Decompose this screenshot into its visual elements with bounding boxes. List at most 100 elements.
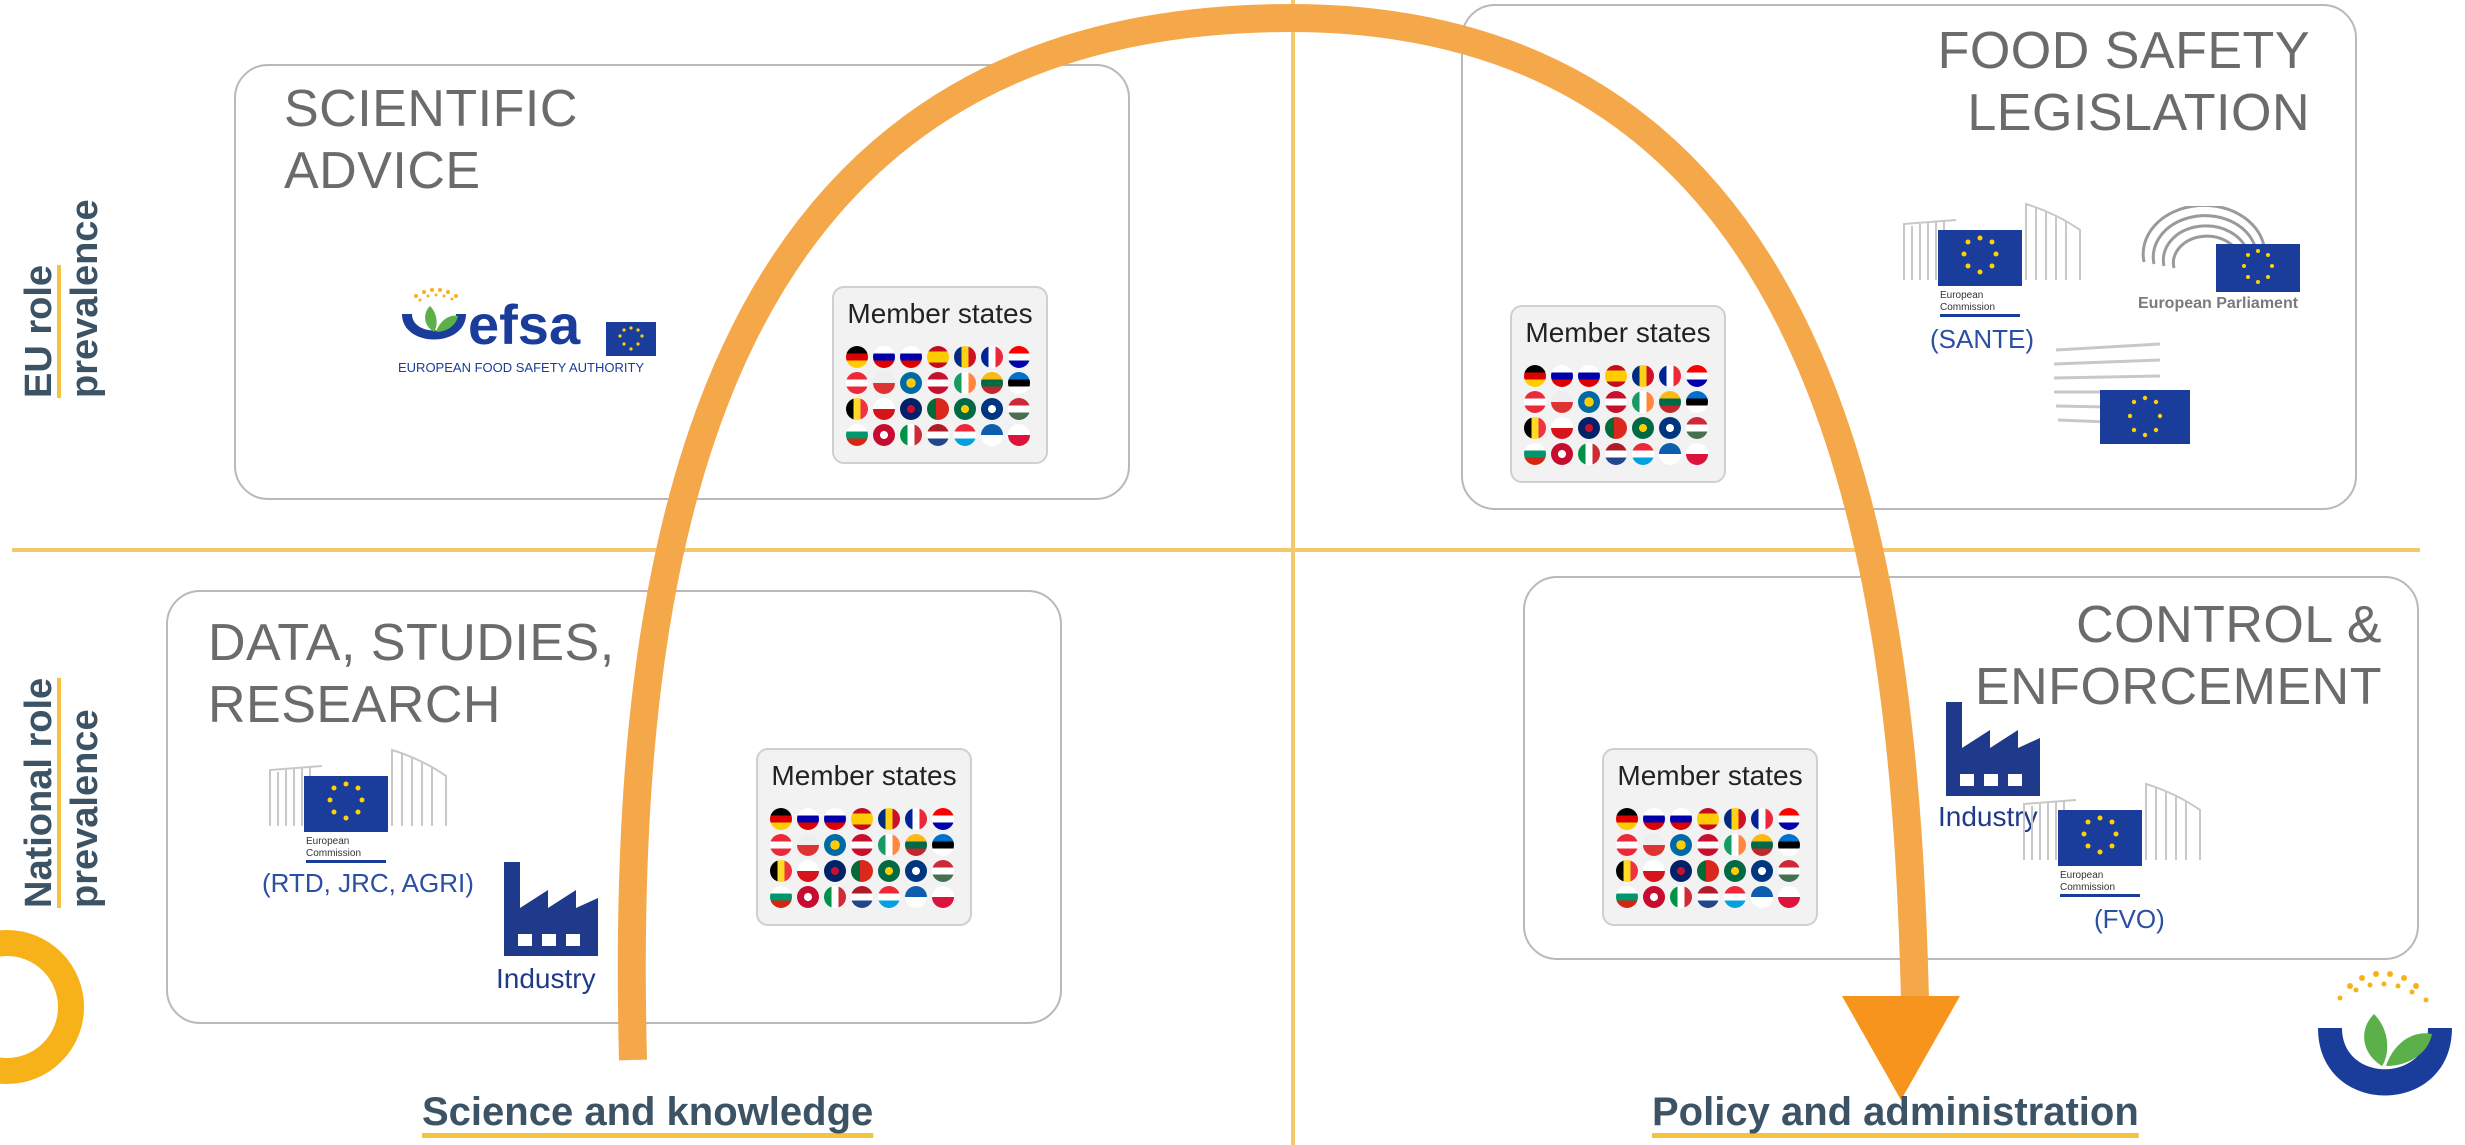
flag-icon — [878, 860, 900, 882]
efsa-logo-icon: efsa EUROPEAN FOOD SAFETY AUTHORITY — [396, 286, 661, 378]
flag-icon — [905, 834, 927, 856]
parliament-label: European Parliament — [2138, 295, 2299, 312]
flag-icon — [1778, 808, 1800, 830]
flag-icon — [1659, 391, 1681, 413]
flag-icon — [954, 346, 976, 368]
control-title-line2: ENFORCEMENT — [1974, 658, 2382, 716]
flag-icon — [1578, 443, 1600, 465]
flag-icon — [1578, 417, 1600, 439]
flag-icon — [1605, 443, 1627, 465]
control-enforcement-title: CONTROL & ENFORCEMENT — [1780, 594, 2382, 718]
flag-icon — [1605, 365, 1627, 387]
factory-icon — [1944, 702, 2040, 796]
flag-icon — [905, 860, 927, 882]
flag-icon — [1524, 391, 1546, 413]
flag-icon — [1643, 834, 1665, 856]
flag-icon — [1632, 443, 1654, 465]
policy-administration-label: Policy and administration — [1652, 1090, 2139, 1134]
european-commission-icon: European Commission — [1896, 190, 2086, 320]
flag-icon — [1697, 808, 1719, 830]
ec-caption-line2-q3: Commission — [306, 848, 361, 859]
data-studies-title-line1: DATA, STUDIES, — [208, 614, 615, 672]
flag-icon — [878, 886, 900, 908]
food-safety-title-line2: LEGISLATION — [1967, 84, 2310, 142]
scientific-advice-title-line1: SCIENTIFIC — [284, 80, 578, 138]
vertical-divider — [1291, 0, 1295, 1145]
flag-icon — [981, 398, 1003, 420]
flag-icon — [900, 424, 922, 446]
scientific-advice-title-line2: ADVICE — [284, 142, 481, 200]
flag-icon — [851, 808, 873, 830]
flag-icon — [932, 886, 954, 908]
european-commission-icon: European Commission — [2016, 770, 2206, 900]
flag-icon — [878, 834, 900, 856]
flag-icon — [846, 398, 868, 420]
flag-icon — [1616, 886, 1638, 908]
flag-icon — [1524, 417, 1546, 439]
ec-caption-line2-q2: Commission — [1940, 302, 1995, 313]
rtd-jrc-agri-label: (RTD, JRC, AGRI) — [262, 868, 474, 898]
flag-icon — [1643, 886, 1665, 908]
flag-icon — [954, 424, 976, 446]
flag-icon — [900, 346, 922, 368]
process-arrow-curve — [617, 3, 1929, 1061]
flag-icon — [797, 860, 819, 882]
flag-icon — [846, 424, 868, 446]
flag-icon — [824, 808, 846, 830]
flag-icon — [905, 808, 927, 830]
flag-icon — [797, 834, 819, 856]
food-safety-title-line1: FOOD SAFETY — [1937, 22, 2310, 80]
flag-icon — [851, 886, 873, 908]
factory-icon — [502, 862, 598, 956]
flag-icon — [1670, 886, 1692, 908]
flag-icon — [1686, 417, 1708, 439]
flag-icon — [1670, 860, 1692, 882]
flag-icon — [1632, 417, 1654, 439]
flag-icon — [1686, 365, 1708, 387]
industry-label-q3: Industry — [496, 963, 596, 994]
flag-icon — [1778, 860, 1800, 882]
flag-icon — [1632, 391, 1654, 413]
member-states-card-q1: Member states — [832, 286, 1048, 464]
flag-icon — [873, 372, 895, 394]
flag-icon — [1551, 391, 1573, 413]
flag-icon — [1724, 886, 1746, 908]
control-title-line1: CONTROL & — [2076, 596, 2382, 654]
flag-icon — [927, 346, 949, 368]
flag-icon — [927, 424, 949, 446]
data-studies-research-title: DATA, STUDIES, RESEARCH — [208, 612, 615, 736]
flag-icon — [1524, 443, 1546, 465]
efsa-wordmark: efsa — [468, 293, 581, 356]
member-states-title-q2: Member states — [1525, 317, 1711, 348]
flag-icon — [1616, 834, 1638, 856]
member-states-title-q1: Member states — [847, 298, 1033, 329]
european-parliament-icon: European Parliament — [2136, 203, 2326, 314]
flag-icon — [1524, 365, 1546, 387]
european-commission-icon: European Commission — [262, 736, 452, 866]
member-states-card-q4: Member states — [1602, 748, 1818, 926]
fvo-label: (FVO) — [2094, 904, 2165, 934]
flag-icon — [873, 424, 895, 446]
flag-icon — [1670, 834, 1692, 856]
flag-icon — [824, 834, 846, 856]
flag-icon — [770, 860, 792, 882]
flag-icon — [1659, 365, 1681, 387]
flag-icon — [900, 372, 922, 394]
flag-icon — [905, 886, 927, 908]
flag-icon — [797, 886, 819, 908]
ec-caption-line2-q4: Commission — [2060, 882, 2115, 893]
flag-icon — [932, 860, 954, 882]
ec-caption-line1-q3: European — [306, 836, 349, 847]
flag-icon — [1008, 372, 1030, 394]
flag-icon — [954, 372, 976, 394]
flag-icon — [797, 808, 819, 830]
flag-icon — [1778, 886, 1800, 908]
flag-icon — [1008, 424, 1030, 446]
flag-icon — [1605, 391, 1627, 413]
process-arrow-head — [1842, 996, 1960, 1100]
flag-icon — [1724, 860, 1746, 882]
industry-label-q4: Industry — [1938, 801, 2038, 832]
flag-icon — [1724, 834, 1746, 856]
flag-icon — [981, 424, 1003, 446]
flag-icon — [846, 372, 868, 394]
